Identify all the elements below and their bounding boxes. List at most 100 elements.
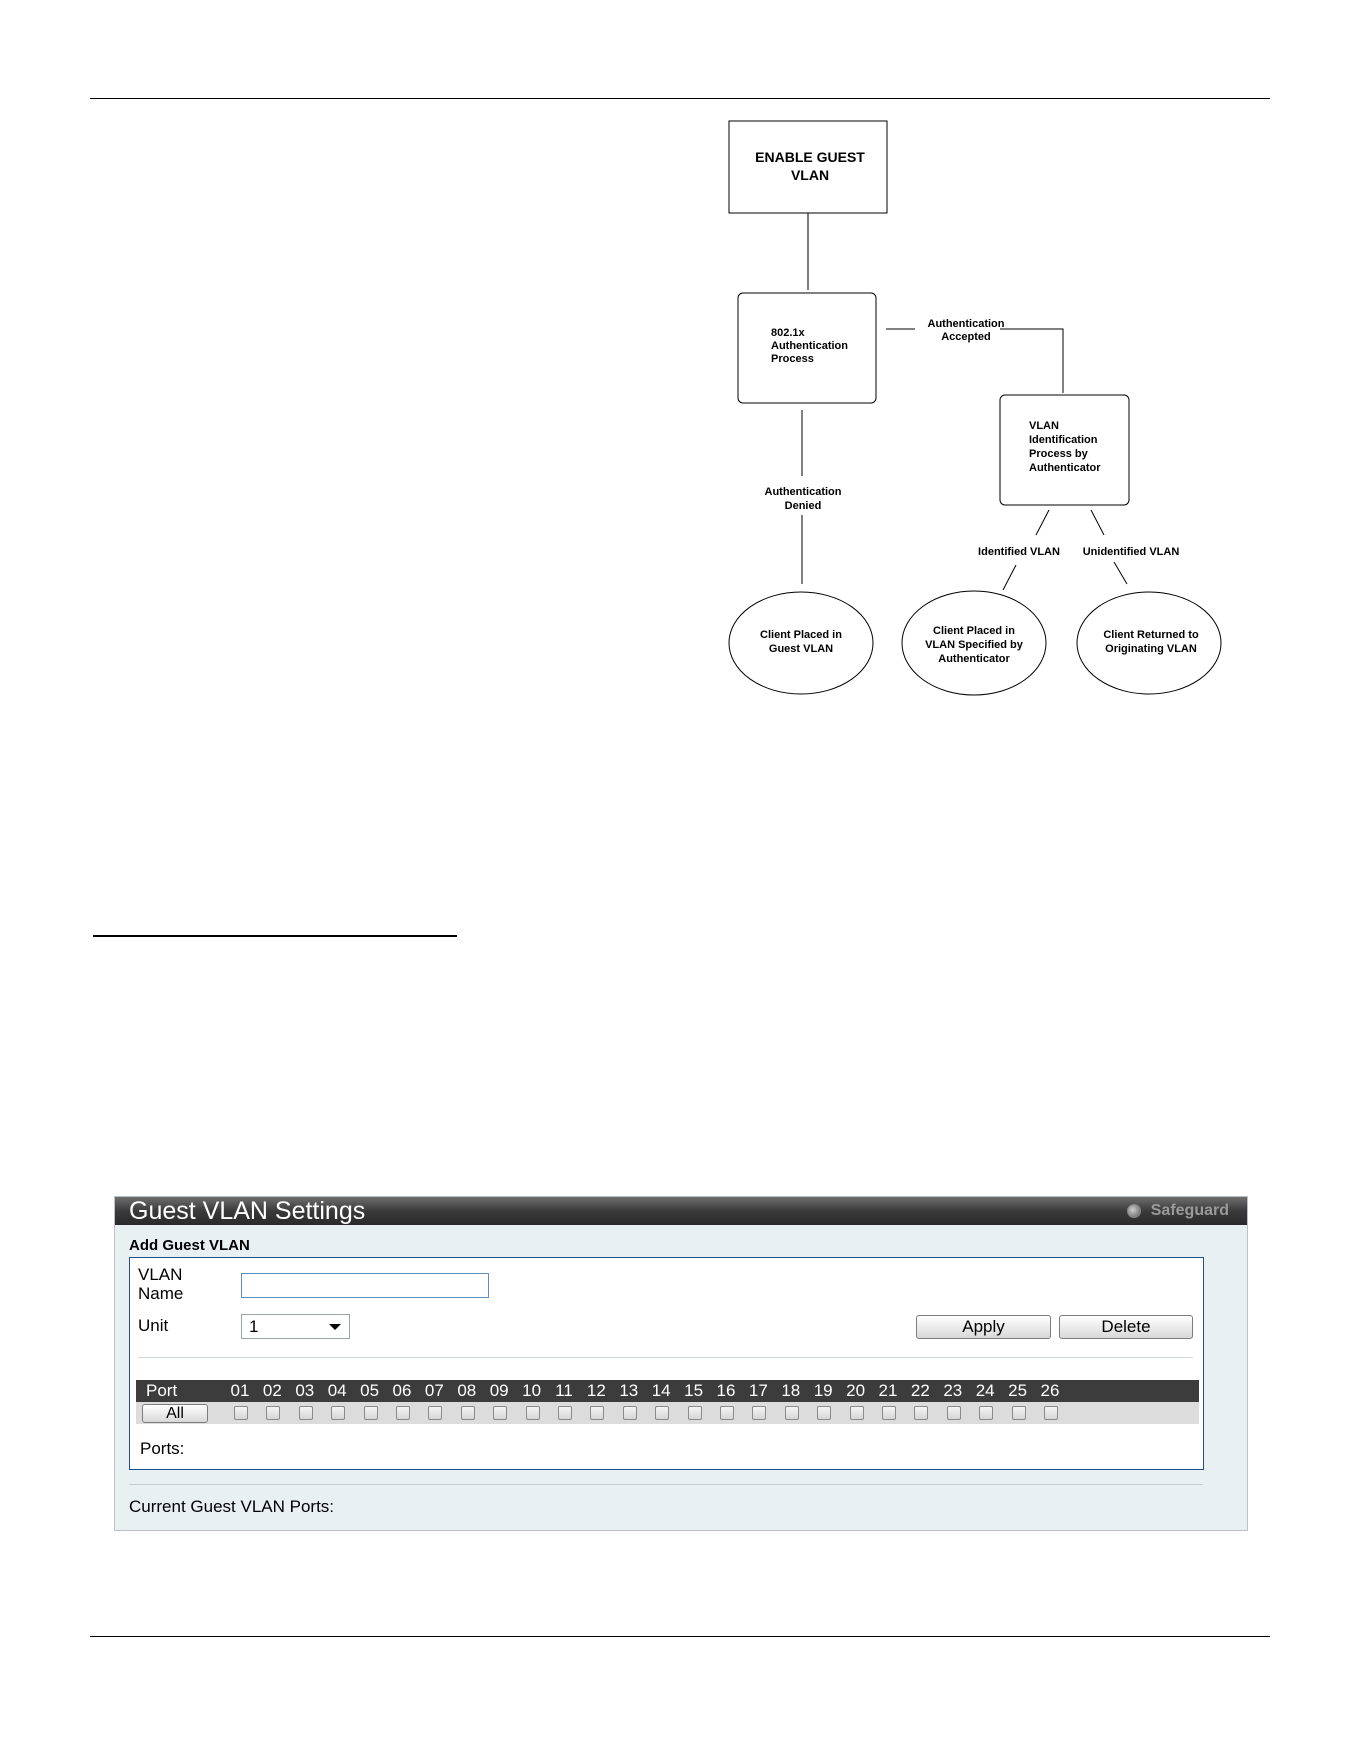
port-checkbox-row: All	[136, 1402, 1199, 1424]
port-checkbox-06[interactable]	[396, 1406, 410, 1420]
connector-accepted-to-identification	[1000, 328, 1064, 393]
port-checkbox-20[interactable]	[849, 1406, 864, 1420]
port-checkbox-24[interactable]	[979, 1406, 994, 1420]
chevron-down-icon	[329, 1324, 341, 1330]
port-number-13: 13	[619, 1381, 639, 1400]
panel-title: Guest VLAN Settings	[129, 1197, 366, 1225]
vlan-name-input[interactable]	[241, 1273, 489, 1298]
vlan-name-label-1: VLAN	[138, 1265, 183, 1284]
port-checkbox-08[interactable]	[460, 1406, 475, 1420]
port-number-17: 17	[748, 1381, 768, 1400]
unit-label: Unit	[138, 1316, 169, 1335]
auth-accepted-line1: Authentication	[928, 318, 1005, 330]
auth-denied-line1: Authentication	[765, 486, 842, 498]
port-checkbox-11[interactable]	[558, 1406, 572, 1420]
client-returned-line1: Client Returned to	[1103, 629, 1199, 641]
form-divider	[138, 1357, 1193, 1358]
port-checkbox-10[interactable]	[525, 1406, 540, 1420]
port-number-21: 21	[878, 1381, 898, 1400]
apply-button[interactable]: Apply	[916, 1315, 1051, 1339]
port-checkbox-17[interactable]	[752, 1406, 767, 1420]
port-number-19: 19	[813, 1381, 833, 1400]
port-number-18: 18	[781, 1381, 801, 1400]
port-number-24: 24	[975, 1381, 995, 1400]
select-all-ports-button[interactable]: All	[142, 1404, 208, 1423]
port-checkbox-19[interactable]	[817, 1406, 832, 1420]
port-number-22: 22	[910, 1381, 930, 1400]
port-checkbox-26[interactable]	[1044, 1406, 1058, 1420]
port-checkbox-22[interactable]	[914, 1406, 929, 1420]
port-number-10: 10	[522, 1381, 542, 1400]
client-guest-line2: Guest VLAN	[769, 643, 833, 655]
port-number-01: 01	[230, 1381, 250, 1400]
port-checkbox-04[interactable]	[331, 1406, 346, 1420]
port-header-label: Port	[146, 1381, 178, 1400]
auth-process-box	[737, 292, 877, 404]
client-specified-line3: Authenticator	[938, 653, 1010, 665]
vlan-identification-line4: Authenticator	[1029, 462, 1101, 474]
connector-identified-to-specified	[1002, 564, 1017, 591]
port-checkbox-21[interactable]	[882, 1406, 896, 1420]
port-number-06: 06	[392, 1381, 412, 1400]
connector-identification-to-identified	[1035, 509, 1050, 536]
header-rule	[90, 98, 1270, 99]
enable-guest-vlan-line1: ENABLE GUEST	[755, 149, 865, 165]
port-checkbox-14[interactable]	[655, 1406, 670, 1420]
enable-guest-vlan-line2: VLAN	[791, 167, 829, 183]
vlan-identification-line1: VLAN	[1029, 420, 1059, 432]
port-number-02: 02	[262, 1381, 282, 1400]
guest-vlan-flowchart: ENABLE GUEST VLAN 802.1x Authentication …	[728, 120, 1222, 696]
footer-rule	[90, 1636, 1270, 1637]
port-number-11: 11	[555, 1381, 573, 1400]
port-checkbox-01[interactable]	[234, 1406, 248, 1420]
port-number-04: 04	[327, 1381, 347, 1400]
panel-header: Guest VLAN Settings Safeguard	[115, 1197, 1247, 1225]
unit-select-value: 1	[249, 1317, 259, 1336]
client-returned-ellipse	[1076, 591, 1222, 695]
safeguard-indicator: Safeguard	[1126, 1202, 1229, 1220]
port-checkbox-02[interactable]	[266, 1406, 281, 1420]
port-checkbox-12[interactable]	[590, 1406, 605, 1420]
auth-process-line1: 802.1x	[771, 327, 806, 339]
port-checkbox-18[interactable]	[784, 1406, 799, 1420]
port-checkbox-16[interactable]	[720, 1406, 734, 1420]
safeguard-icon	[1126, 1204, 1141, 1218]
port-number-26: 26	[1040, 1381, 1060, 1400]
port-number-20: 20	[846, 1381, 866, 1400]
auth-process-line3: Process	[771, 353, 814, 365]
port-checkbox-09[interactable]	[493, 1406, 508, 1420]
client-specified-line2: VLAN Specified by	[925, 639, 1024, 651]
client-guest-ellipse	[728, 591, 874, 695]
ports-label: Ports:	[140, 1439, 185, 1458]
port-checkbox-03[interactable]	[298, 1406, 313, 1420]
port-number-15: 15	[684, 1381, 704, 1400]
port-number-12: 12	[586, 1381, 606, 1400]
port-number-14: 14	[651, 1381, 671, 1400]
unit-select[interactable]: 1	[241, 1314, 350, 1339]
vlan-identification-line3: Process by	[1029, 448, 1089, 460]
unidentified-vlan-label: Unidentified VLAN	[1083, 546, 1180, 558]
vlan-identification-line2: Identification	[1029, 434, 1098, 446]
vlan-identification-box	[999, 394, 1130, 506]
delete-button[interactable]: Delete	[1059, 1315, 1193, 1339]
auth-denied-line2: Denied	[785, 500, 822, 512]
port-number-09: 09	[489, 1381, 509, 1400]
port-checkbox-13[interactable]	[622, 1406, 637, 1420]
panel-divider	[129, 1484, 1203, 1485]
port-number-07: 07	[424, 1381, 444, 1400]
port-number-23: 23	[943, 1381, 963, 1400]
port-checkbox-07[interactable]	[428, 1406, 443, 1420]
safeguard-label: Safeguard	[1150, 1202, 1229, 1219]
port-checkbox-25[interactable]	[1011, 1406, 1026, 1420]
port-checkbox-15[interactable]	[687, 1406, 702, 1420]
connector-identification-to-unidentified	[1090, 509, 1105, 536]
port-checkbox-05[interactable]	[363, 1406, 378, 1420]
port-checkbox-23[interactable]	[946, 1406, 961, 1420]
auth-process-line2: Authentication	[771, 340, 848, 352]
port-number-08: 08	[457, 1381, 477, 1400]
client-returned-line2: Originating VLAN	[1105, 643, 1197, 655]
identified-vlan-label: Identified VLAN	[978, 546, 1060, 558]
add-guest-vlan-title: Add Guest VLAN	[129, 1237, 250, 1254]
